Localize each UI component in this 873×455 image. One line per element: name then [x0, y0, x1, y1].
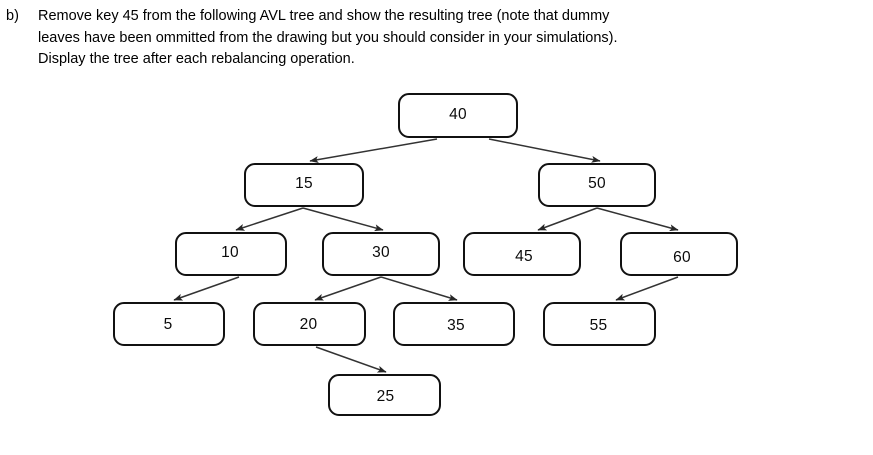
tree-node-label-60: 60	[673, 249, 691, 267]
tree-edge-n50-to-n60	[596, 207, 679, 232]
tree-edge-n60-to-n55	[615, 276, 679, 301]
tree-node-10[interactable]: 10	[175, 232, 287, 276]
tree-node-label-45: 45	[515, 248, 533, 266]
tree-edge-n30-to-n20	[314, 276, 382, 301]
tree-edge-n20-to-n25	[315, 346, 387, 373]
tree-node-15[interactable]: 15	[244, 163, 364, 207]
tree-node-label-25: 25	[376, 388, 395, 406]
tree-edge-n50-to-n45	[537, 207, 598, 231]
tree-node-label-15: 15	[295, 175, 313, 193]
tree-node-label-30: 30	[372, 244, 390, 262]
question-line-2: leaves have been ommitted from the drawi…	[38, 29, 618, 46]
tree-edge-n40-to-n50	[488, 138, 601, 163]
question-line-1: Remove key 45 from the following AVL tre…	[38, 8, 610, 24]
tree-node-label-40: 40	[449, 105, 467, 123]
tree-node-label-20: 20	[299, 316, 318, 334]
tree-node-35[interactable]: 35	[393, 302, 515, 346]
tree-node-label-5: 5	[163, 316, 173, 334]
tree-node-25[interactable]: 25	[328, 374, 441, 416]
tree-edge-n40-to-n15	[309, 138, 438, 164]
question-marker: b)	[6, 8, 19, 24]
tree-node-40[interactable]: 40	[398, 93, 518, 138]
tree-node-45[interactable]: 45	[463, 232, 581, 276]
question-block: b) Remove key 45 from the following AVL …	[0, 0, 873, 80]
tree-node-20[interactable]: 20	[253, 302, 366, 346]
tree-node-label-50: 50	[588, 175, 606, 193]
tree-node-30[interactable]: 30	[322, 232, 440, 276]
tree-node-label-35: 35	[447, 317, 465, 335]
tree-node-5[interactable]: 5	[113, 302, 225, 346]
tree-edge-n30-to-n35	[380, 276, 458, 301]
tree-node-label-10: 10	[221, 244, 239, 262]
tree-edge-n15-to-n30	[302, 207, 384, 232]
tree-node-55[interactable]: 55	[543, 302, 656, 346]
question-text: Remove key 45 from the following AVL tre…	[38, 6, 864, 71]
tree-node-50[interactable]: 50	[538, 163, 656, 207]
tree-edge-n15-to-n10	[235, 207, 304, 231]
tree-node-label-55: 55	[589, 317, 608, 335]
tree-node-60[interactable]: 60	[620, 232, 738, 276]
tree-edge-n10-to-n5	[173, 276, 240, 301]
question-line-3: Display the tree after each rebalancing …	[38, 51, 355, 67]
